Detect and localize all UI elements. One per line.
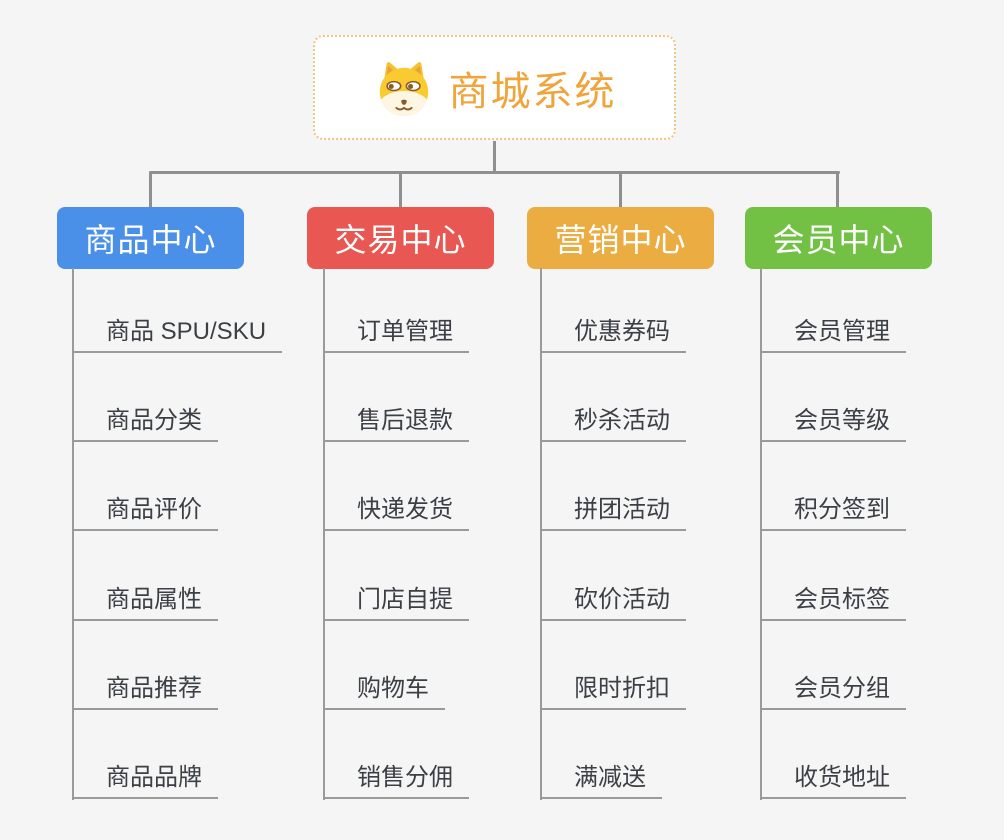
leaf-node[interactable]: 快递发货: [325, 491, 469, 531]
connector-drop-marketing: [619, 172, 622, 209]
leaf-node[interactable]: 商品分类: [74, 402, 218, 442]
connector-drop-products: [149, 172, 152, 209]
branch-node-member-center[interactable]: 会员中心: [745, 207, 932, 269]
leaf-node[interactable]: 商品评价: [74, 491, 218, 531]
connector-drop-trade: [399, 172, 402, 209]
branch-label: 会员中心: [772, 222, 905, 258]
branch-label: 商品中心: [84, 222, 217, 258]
root-node-mall-system[interactable]: 商城系统: [313, 35, 676, 140]
leaf-column-marketing-center: 优惠券码 秒杀活动 拼团活动 砍价活动 限时折扣 满减送: [540, 268, 686, 800]
leaf-node[interactable]: 售后退款: [325, 402, 469, 442]
leaf-node[interactable]: 满减送: [542, 759, 662, 799]
root-title: 商城系统: [448, 69, 617, 114]
leaf-node[interactable]: 优惠券码: [542, 313, 686, 353]
leaf-node[interactable]: 会员等级: [762, 402, 906, 442]
branch-node-marketing-center[interactable]: 营销中心: [527, 207, 714, 269]
leaf-node[interactable]: 会员管理: [762, 313, 906, 353]
branch-label: 营销中心: [554, 222, 687, 258]
leaf-node[interactable]: 秒杀活动: [542, 402, 686, 442]
leaf-node[interactable]: 限时折扣: [542, 670, 686, 710]
connector-drop-members: [836, 172, 839, 209]
leaf-column-product-center: 商品 SPU/SKU 商品分类 商品评价 商品属性 商品推荐 商品品牌: [72, 268, 283, 800]
branch-label: 交易中心: [334, 222, 467, 258]
leaf-node[interactable]: 会员标签: [762, 581, 906, 621]
leaf-node[interactable]: 商品属性: [74, 581, 218, 621]
branch-node-trade-center[interactable]: 交易中心: [307, 207, 494, 269]
connector-horizontal: [149, 171, 840, 174]
leaf-node[interactable]: 购物车: [325, 670, 445, 710]
connector-root-stub: [493, 141, 496, 172]
leaf-node[interactable]: 商品品牌: [74, 759, 218, 799]
leaf-node[interactable]: 门店自提: [325, 581, 469, 621]
leaf-node[interactable]: 拼团活动: [542, 491, 686, 531]
leaf-node[interactable]: 砍价活动: [542, 581, 686, 621]
leaf-node[interactable]: 销售分佣: [325, 759, 469, 799]
dog-face-icon: [379, 61, 428, 116]
leaf-column-trade-center: 订单管理 售后退款 快递发货 门店自提 购物车 销售分佣: [323, 268, 469, 800]
leaf-column-member-center: 会员管理 会员等级 积分签到 会员标签 会员分组 收货地址: [760, 268, 906, 800]
leaf-node[interactable]: 商品推荐: [74, 670, 218, 710]
leaf-node[interactable]: 订单管理: [325, 313, 469, 353]
leaf-node[interactable]: 收货地址: [762, 759, 906, 799]
leaf-node[interactable]: 积分签到: [762, 491, 906, 531]
leaf-node[interactable]: 商品 SPU/SKU: [74, 313, 283, 353]
leaf-node[interactable]: 会员分组: [762, 670, 906, 710]
branch-node-product-center[interactable]: 商品中心: [57, 207, 244, 269]
